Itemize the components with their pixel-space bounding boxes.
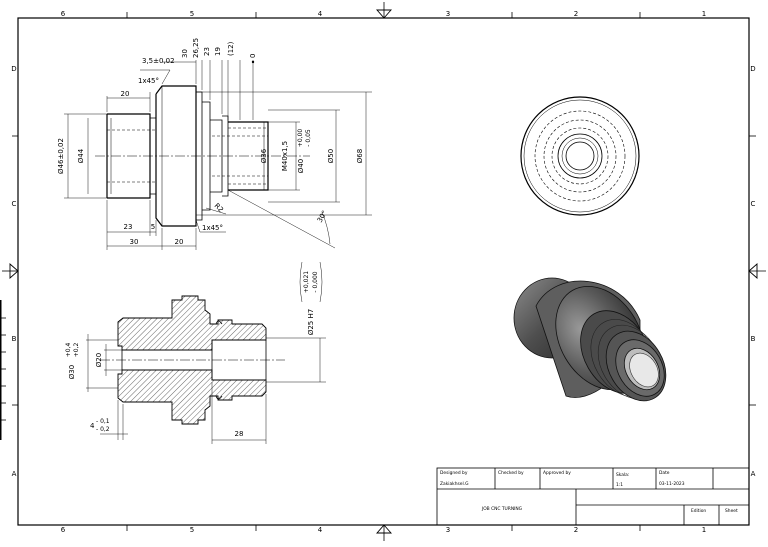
row-label-right-b: B	[751, 335, 756, 343]
designed-by-label: Designed by	[440, 470, 468, 476]
approved-by-label: Approved by	[543, 470, 571, 476]
scale-value: 1:1	[616, 482, 623, 488]
isometric-view	[513, 277, 667, 402]
front-dim-19: 19	[214, 47, 222, 56]
front-dim-angle: 30°	[316, 209, 329, 224]
front-dim-d40-tol-low: - 0,05	[305, 129, 312, 147]
zone-labels: 6 5 4 3 2 1 6 5 4 3 2 1 D C B A D C B A	[11, 10, 755, 534]
front-view: 20 1x45° 3,5±0,02 30 26,25 23 19 (12) 0 …	[57, 38, 372, 250]
row-label-left-c: C	[12, 200, 17, 208]
front-dim-5: 5	[151, 223, 155, 231]
section-dim-d30-tol-up: +0,4	[65, 343, 72, 358]
col-label-bottom-3: 4	[318, 526, 323, 534]
row-label-left-d: D	[11, 65, 16, 73]
front-dim-30-bottom: 30	[130, 238, 139, 246]
section-dim-28: 28	[235, 430, 244, 438]
front-dim-23-top: 23	[203, 47, 211, 56]
front-dim-d68: Ø68	[356, 149, 364, 163]
row-label-left-a: A	[12, 470, 17, 478]
front-dim-0: 0	[249, 54, 257, 58]
front-dim-23-bottom: 23	[124, 223, 133, 231]
col-label-bottom-6: 1	[702, 526, 706, 534]
center-mark-bottom	[376, 524, 392, 541]
front-dim-d40-tol-up: +0,00	[297, 129, 304, 148]
side-view	[520, 96, 640, 216]
center-mark-top	[376, 2, 392, 19]
front-dim-m40: M40x1,5	[281, 141, 289, 171]
section-dim-4-tol-low: - 0,2	[96, 426, 110, 433]
checked-by-label: Checked by	[498, 470, 524, 476]
section-dim-4: 4	[90, 422, 95, 430]
front-dim-d36: Ø36	[260, 148, 268, 163]
section-dim-d30-tol-low: +0,2	[73, 343, 80, 358]
edition-label: Edition	[691, 508, 706, 514]
section-dim-4-tol-up: - 0,1	[96, 418, 110, 425]
date-value: 03-11-2023	[659, 481, 685, 487]
row-label-left-b: B	[12, 335, 17, 343]
front-dim-3-5: 3,5±0,02	[142, 57, 175, 65]
col-label-bottom-4: 3	[446, 526, 450, 534]
left-ruler-marks	[0, 300, 6, 440]
section-dim-d25-tol-low: - 0,000	[312, 271, 319, 292]
designed-by-value: Zakiakhsel.G	[440, 481, 469, 487]
center-mark-left	[2, 263, 19, 279]
front-chamfer-bottom: 1x45°	[202, 224, 223, 232]
center-mark-right	[748, 263, 766, 279]
col-label-top-2: 5	[190, 10, 194, 18]
col-label-top-6: 1	[702, 10, 706, 18]
front-dim-12: (12)	[227, 41, 235, 56]
section-dim-d25: Ø25 H7	[307, 309, 315, 335]
front-dim-d40: Ø40	[297, 159, 305, 173]
front-dim-20-top: 20	[121, 90, 130, 98]
front-dim-d50: Ø50	[327, 149, 335, 163]
sheet-label: Sheet	[725, 508, 738, 514]
title-block: Designed by Zakiakhsel.G Checked by Appr…	[436, 467, 750, 526]
section-dim-d30: Ø30	[68, 365, 76, 379]
front-dim-d46: Ø46±0,02	[57, 138, 65, 174]
section-dim-d25-tol-up: +0,021	[303, 271, 310, 293]
col-label-top-4: 3	[446, 10, 450, 18]
section-view: Ø30 +0,4 +0,2 Ø20 Ø25 H7 +0,021 - 0,000 …	[65, 261, 326, 444]
col-label-top-3: 4	[318, 10, 323, 18]
front-dim-26-25: 26,25	[192, 38, 200, 58]
front-dim-d44: Ø44	[77, 148, 85, 163]
row-label-right-d: D	[750, 65, 755, 73]
date-label: Date	[659, 470, 670, 476]
front-dim-r2: R2	[213, 202, 225, 214]
row-label-right-c: C	[751, 200, 756, 208]
col-label-bottom-5: 2	[574, 526, 578, 534]
drawing-title: JOB CNC TURNING	[481, 506, 523, 512]
front-dim-20-bottom: 20	[175, 238, 184, 246]
scale-label: Skala:	[616, 472, 629, 478]
col-label-bottom-1: 6	[61, 526, 66, 534]
col-label-top-1: 6	[61, 10, 66, 18]
section-dim-d20: Ø20	[95, 353, 103, 367]
col-label-bottom-2: 5	[190, 526, 194, 534]
row-label-right-a: A	[751, 470, 756, 478]
col-label-top-5: 2	[574, 10, 578, 18]
front-dim-30-top: 30	[181, 49, 189, 58]
front-chamfer-top: 1x45°	[138, 77, 159, 85]
